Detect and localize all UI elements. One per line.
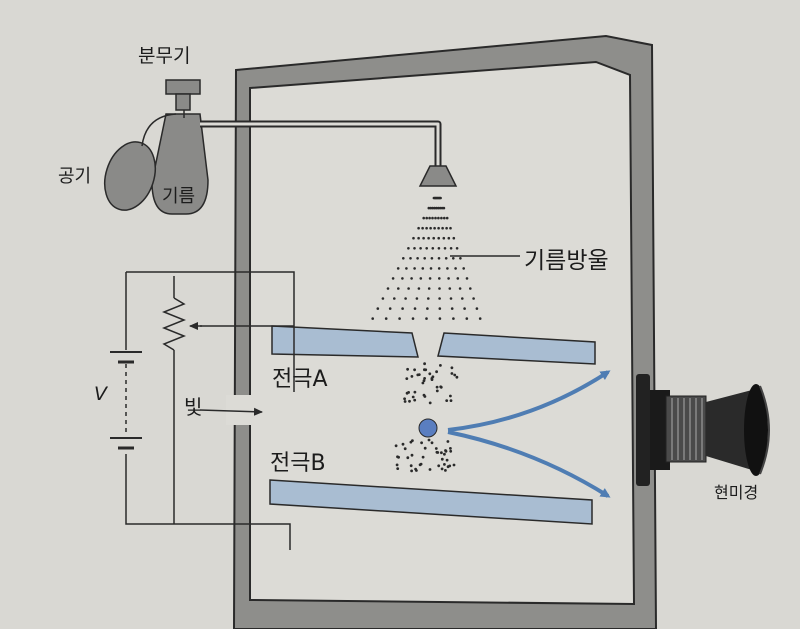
electrode-a-left [271,325,419,358]
oil-bottle [151,113,209,215]
battery-icon [110,351,142,450]
electrodes [269,325,596,525]
electrode-a-right [437,332,596,365]
light-window [226,395,256,425]
trajectories [447,370,611,498]
label-oil: 기름 [162,186,195,207]
label-microscope: 현미경 [714,483,758,502]
circuit-wire-top [126,271,295,392]
label-air: 공기 [58,166,91,187]
label-electrode-a: 전극A [272,367,328,392]
sprayer-neck [175,93,191,111]
trajectory-down-arrow [447,430,611,498]
label-voltage: V [94,383,109,405]
label-electrode-b: 전극B [270,451,326,476]
trajectory-up-arrow [447,370,611,432]
electrode-b [269,479,593,525]
light-arrow [199,407,263,416]
spray-nozzle [418,165,458,187]
oil-droplets-upper [403,362,459,405]
label-light: 빛 [184,395,202,419]
label-oil-drops: 기름방울 [524,248,609,274]
label-sprayer: 분무기 [138,45,190,67]
oil-pipe [200,122,440,170]
sprayer-cap [165,79,201,95]
circuit-wire-bottom [125,454,291,550]
chamber-inner [249,60,636,606]
circuit [125,271,295,550]
oil-spray [371,196,482,320]
microscope-icon [636,374,770,486]
air-bulb [103,141,157,211]
rheostat-icon [161,297,187,351]
sprayer-assembly [103,79,458,215]
oil-droplets-lower [394,438,456,473]
oil-droplet [418,418,438,438]
air-tube [141,113,177,147]
